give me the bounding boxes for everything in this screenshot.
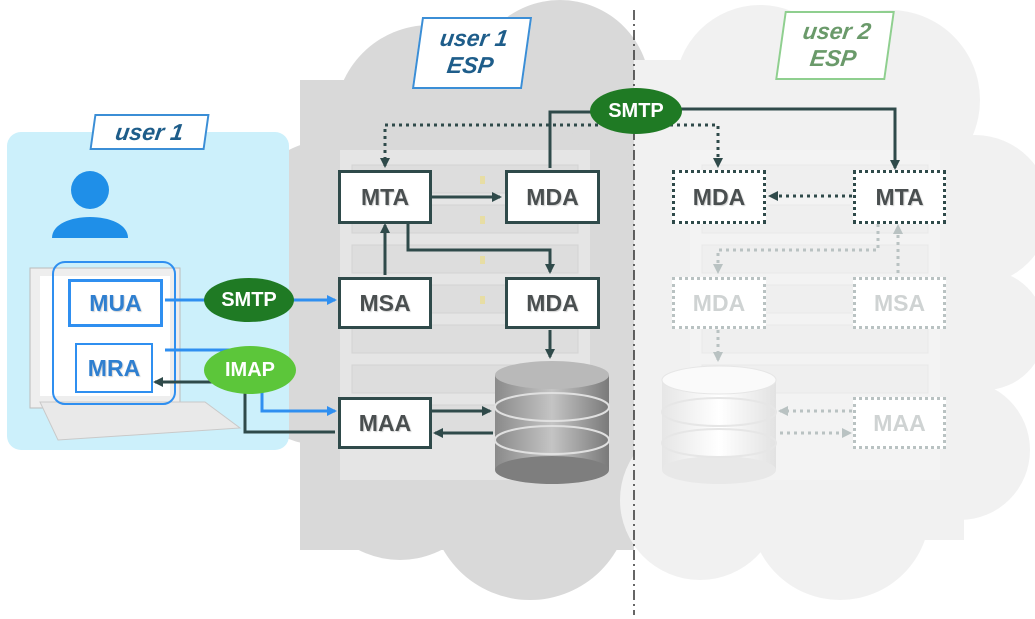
line-mda-to-smtp: [548, 110, 605, 168]
person-icon: [52, 171, 128, 238]
mra-box: MRA: [75, 343, 153, 393]
mda-box-esp1-top: MDA: [505, 170, 600, 224]
arrow-smtp-to-mta2: [675, 107, 900, 170]
user1-label: user 1: [89, 114, 210, 150]
mta-box-esp2: MTA: [853, 170, 946, 224]
mta-box-esp1: MTA: [338, 170, 432, 224]
msa-box-esp2-faded: MSA: [853, 277, 946, 329]
arrow-smtp-to-mta1: [380, 123, 605, 168]
dotted-arrows: [380, 123, 852, 201]
mda-box-esp1-bottom: MDA: [505, 277, 600, 329]
smtp-oval-esp: SMTP: [590, 88, 682, 134]
client-group-outline: [52, 261, 176, 405]
msa-box-esp1: MSA: [338, 277, 432, 329]
arrow-mta-to-mda-bottom: [406, 222, 555, 274]
user2-esp-label: user 2 ESP: [775, 11, 895, 80]
faded-arrows: [713, 224, 903, 438]
line-maa-return: [243, 382, 335, 434]
arrow-smtp-to-mda2: [670, 123, 723, 168]
mda-box-esp2: MDA: [672, 170, 766, 224]
mda-box-esp2-faded: MDA: [672, 277, 766, 329]
database-icon-esp1: [494, 361, 610, 484]
user1-esp-label: user 1 ESP: [411, 17, 533, 89]
esp2-cloud: [620, 5, 1035, 600]
maa-box-esp1: MAA: [338, 397, 432, 449]
database-icon-esp2: [661, 365, 777, 484]
mua-box: MUA: [68, 279, 163, 327]
arrow-mta2-to-mda-faded: [713, 224, 880, 274]
smtp-oval-client: SMTP: [204, 278, 294, 322]
maa-box-esp2-faded: MAA: [853, 397, 946, 449]
imap-oval: IMAP: [204, 346, 296, 394]
